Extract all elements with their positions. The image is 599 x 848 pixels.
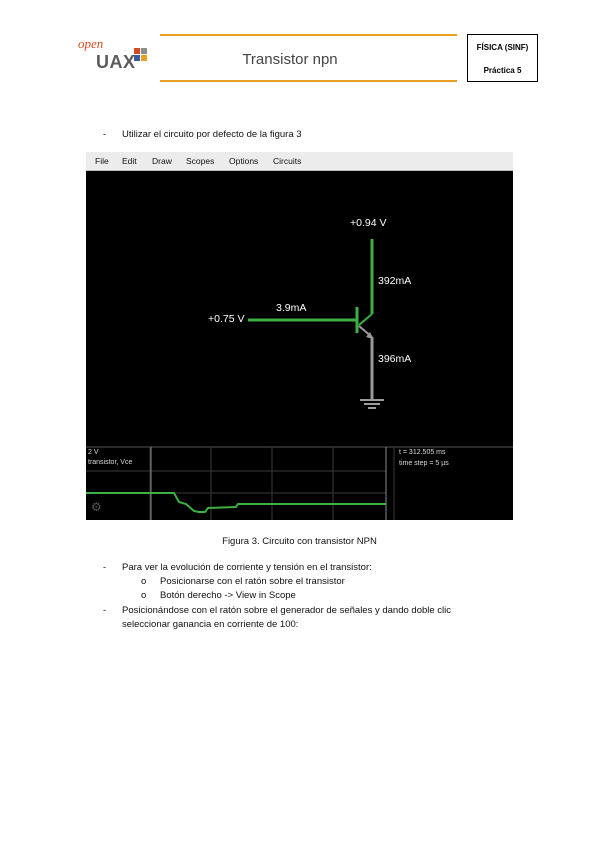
logo-square-icon <box>141 48 147 54</box>
scope-scale-label: 2 V <box>88 449 99 456</box>
base-voltage-label: +0.75 V <box>208 313 245 325</box>
practice-label: Práctica 5 <box>483 66 522 75</box>
list-item-text: Para ver la evolución de corriente y ten… <box>122 562 372 573</box>
menu-circuits[interactable]: Circuits <box>273 156 302 166</box>
logo-uax-text: UAX <box>96 52 136 72</box>
logo-square-icon <box>134 48 140 54</box>
header-rule-bottom <box>160 80 457 82</box>
list-item-text-continued: seleccionar ganancia en corriente de 100… <box>122 619 299 630</box>
figure-caption: Figura 3. Circuito con transistor NPN <box>222 536 377 547</box>
header-rule-top <box>160 34 457 36</box>
sublist-bullet: o <box>141 576 147 587</box>
menu-edit[interactable]: Edit <box>122 156 137 166</box>
collector-current-label: 392mA <box>378 275 412 287</box>
simulator-screenshot: File Edit Draw Scopes Options Circuits <box>86 152 513 520</box>
menu-options[interactable]: Options <box>229 156 259 166</box>
sublist-bullet: o <box>141 590 147 601</box>
scope-name-label: transistor, Vce <box>88 459 133 466</box>
collector-lead <box>358 313 373 326</box>
menu-scopes[interactable]: Scopes <box>186 156 215 166</box>
list-item-text: Posicionándose con el ratón sobre el gen… <box>122 605 452 616</box>
sublist-item-text: Botón derecho -> View in Scope <box>160 590 296 601</box>
intro-bullet: - <box>103 129 107 140</box>
menu-file[interactable]: File <box>95 156 109 166</box>
scope-time-label: t = 312.505 ms <box>399 449 446 456</box>
collector-voltage-label: +0.94 V <box>350 217 387 229</box>
page-title: Transistor npn <box>242 51 338 68</box>
list-item-bullet: - <box>103 562 107 573</box>
menu-bar: File Edit Draw Scopes Options Circuits <box>86 152 513 171</box>
course-label: FÍSICA (SINF) <box>476 43 529 52</box>
list-item-bullet: - <box>103 605 107 616</box>
logo-square-icon <box>134 55 140 61</box>
circuit-canvas <box>86 239 513 520</box>
intro-text: Utilizar el circuito por defecto de la f… <box>122 129 302 140</box>
uax-logo: open UAX <box>78 36 147 80</box>
base-current-label: 3.9mA <box>276 302 307 314</box>
logo-square-icon <box>141 55 147 61</box>
course-box: FÍSICA (SINF) Práctica 5 <box>467 34 538 82</box>
scope-panel <box>86 447 513 520</box>
gear-icon[interactable]: ⚙ <box>91 500 102 514</box>
emitter-current-label: 396mA <box>378 353 412 365</box>
logo-open-text: open <box>78 36 104 51</box>
scope-trace <box>86 492 386 513</box>
menu-draw[interactable]: Draw <box>152 156 172 166</box>
scope-timestep-label: time step = 5 µs <box>399 460 449 467</box>
sublist-item-text: Posicionarse con el ratón sobre el trans… <box>160 576 345 587</box>
